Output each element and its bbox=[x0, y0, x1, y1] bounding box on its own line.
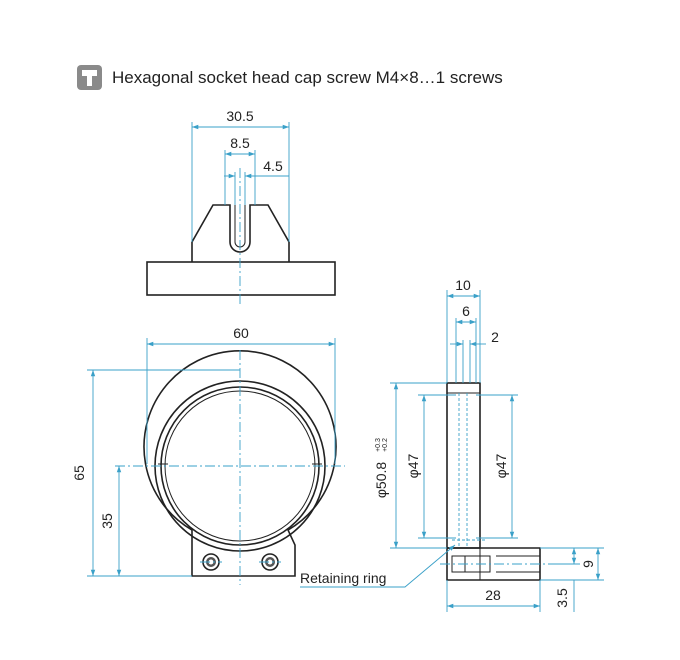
header: Hexagonal socket head cap screw M4×8…1 s… bbox=[77, 65, 503, 90]
page-title: Hexagonal socket head cap screw M4×8…1 s… bbox=[112, 68, 503, 87]
base-plate bbox=[146, 261, 336, 296]
dim-front-width: 60 bbox=[233, 325, 249, 341]
svg-text:φ50.8: φ50.8 bbox=[373, 462, 389, 499]
svg-text:+0.2: +0.2 bbox=[382, 438, 389, 452]
dim-side-inner-right: φ47 bbox=[493, 453, 509, 478]
front-view: 60 65 35 bbox=[71, 325, 345, 585]
side-view: 10 6 2 φ50.8 +0.3 +0.2 φ47 φ47 bbox=[373, 277, 604, 612]
mount-block bbox=[191, 204, 290, 262]
dim-side-foot-length: 28 bbox=[485, 587, 501, 603]
side-plate bbox=[446, 382, 481, 549]
retaining-ring-label: Retaining ring bbox=[300, 570, 386, 586]
dim-top-slot: 8.5 bbox=[230, 135, 250, 151]
dim-top-width: 30.5 bbox=[226, 108, 253, 124]
retaining-ring-callout: Retaining ring bbox=[300, 544, 456, 588]
dim-side-groove: 2 bbox=[491, 329, 499, 345]
dim-front-height: 65 bbox=[71, 465, 87, 481]
dim-side-thickness: 10 bbox=[455, 277, 471, 293]
dim-side-foot-offset: 3.5 bbox=[554, 588, 570, 608]
screw-icon bbox=[77, 65, 102, 90]
dim-side-ring-width: 6 bbox=[462, 303, 470, 319]
svg-text:+0.3: +0.3 bbox=[375, 438, 382, 452]
housing-outline bbox=[143, 350, 337, 577]
dim-front-center-height: 35 bbox=[99, 513, 115, 529]
dim-top-slot-inner: 4.5 bbox=[263, 158, 283, 174]
dim-side-bore: φ50.8 +0.3 +0.2 bbox=[373, 438, 389, 498]
dim-side-inner-left: φ47 bbox=[405, 453, 421, 478]
dim-side-foot-height: 9 bbox=[580, 560, 596, 568]
top-view: 30.5 8.5 4.5 bbox=[146, 108, 336, 304]
